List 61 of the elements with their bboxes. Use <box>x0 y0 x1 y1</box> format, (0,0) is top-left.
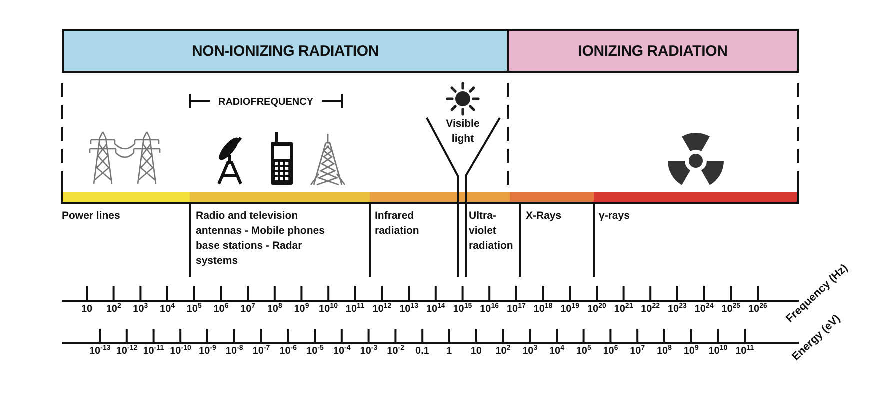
tick-label: 10$^{7}$ <box>630 346 646 358</box>
band-label: Ultra-violet radiation <box>469 209 514 254</box>
tick-label: 10$^{5}$ <box>576 346 592 358</box>
category-banner: NON-IONIZING RADIATION <box>62 29 509 73</box>
tick-label: 10$^{-12}$ <box>116 346 138 358</box>
tick-label: 10$^{10}$ <box>708 346 728 358</box>
band-label: X-Rays <box>526 209 563 224</box>
tick-label: 10$^{10}$ <box>319 304 338 316</box>
tick-label: 10$^{12}$ <box>372 304 392 316</box>
tick-label: 10$^{16}$ <box>480 304 500 316</box>
tick-label: 10$^{3}$ <box>133 304 148 316</box>
tick-label: 10$^{2}$ <box>496 346 511 358</box>
tick-label: 10$^{22}$ <box>641 304 660 316</box>
tick-label: 10$^{20}$ <box>587 304 606 316</box>
tick-label: 10$^{6}$ <box>214 304 229 316</box>
tick-label: 10$^{15}$ <box>453 304 472 316</box>
tick-label: 10$^{26}$ <box>748 304 768 316</box>
tick-label: 10$^{6}$ <box>603 346 618 358</box>
tick-label: 10$^{-8}$ <box>226 346 244 358</box>
tick-label: 10$^{-10}$ <box>170 346 192 358</box>
tick-label: 10$^{11}$ <box>346 304 364 316</box>
tick-label: 10$^{13}$ <box>400 304 418 316</box>
tick-label: 10$^{8}$ <box>267 304 282 316</box>
tick-label: 10$^{-7}$ <box>252 346 270 358</box>
band-label: Infrared radiation <box>375 209 420 239</box>
tick-label: 10$^{-11}$ <box>143 346 164 358</box>
tick-label: 10$^{9}$ <box>684 346 699 358</box>
band-label: Visible light <box>445 117 481 147</box>
tick-label: 10$^{3}$ <box>522 346 538 358</box>
tick-label: 10$^{14}$ <box>426 304 446 316</box>
tick-label: 10$^{18}$ <box>534 304 553 316</box>
tick-label: 10$^{-2}$ <box>387 346 405 358</box>
tick-label: 10$^{25}$ <box>722 304 741 316</box>
tick-label: 10$^{24}$ <box>694 304 714 316</box>
tick-label: 10$^{9}$ <box>294 304 310 316</box>
category-banner: IONIZING RADIATION <box>507 29 799 73</box>
tick-label: 10$^{17}$ <box>506 304 526 316</box>
tick-label: 10$^{-9}$ <box>199 346 216 358</box>
tick-label: 10$^{2}$ <box>106 304 122 316</box>
tick-label: 10$^{-4}$ <box>333 346 351 358</box>
tick-label: 10$^{8}$ <box>656 346 672 358</box>
tick-label: 10$^{4}$ <box>549 346 564 358</box>
tick-label: 10 <box>470 346 482 358</box>
band-label: Radio and television antennas - Mobile phones base stations - Radar systems <box>196 209 326 269</box>
tick-label: 1 <box>446 346 452 358</box>
tick-label: 0.1 <box>416 346 430 358</box>
tick-label: 10$^{23}$ <box>668 304 687 316</box>
tick-label: 10$^{4}$ <box>160 304 176 316</box>
band-label: γ-rays <box>599 209 631 224</box>
tick-label: 10$^{-6}$ <box>280 346 298 358</box>
tick-label: 10$^{-5}$ <box>306 346 324 358</box>
tick-label: 10$^{19}$ <box>560 304 580 316</box>
tick-label: 10$^{-3}$ <box>360 346 378 358</box>
tick-label: 10$^{7}$ <box>240 304 256 316</box>
tick-label: 10$^{11}$ <box>736 346 754 358</box>
tick-label: 10 <box>82 304 93 316</box>
bracket-label: RADIOFREQUENCY <box>217 96 314 110</box>
tick-label: 10$^{-13}$ <box>90 346 111 358</box>
tick-label: 10$^{21}$ <box>614 304 634 316</box>
band-label: Power lines <box>62 209 122 224</box>
tick-label: 10$^{5}$ <box>186 304 202 316</box>
